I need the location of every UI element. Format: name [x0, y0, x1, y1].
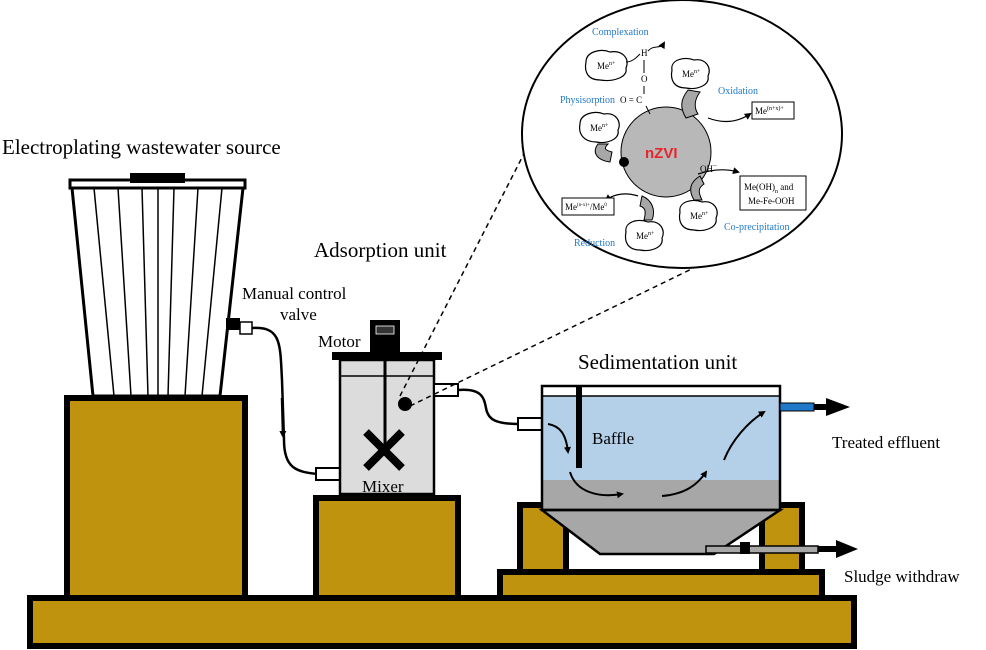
- me-blob-complexation: Men+: [584, 49, 641, 82]
- me-blob-physisorption: Men+: [579, 111, 620, 163]
- sludge-outlet-pipe: [705, 545, 819, 554]
- baffle: [576, 386, 582, 468]
- motor-label: Motor: [318, 332, 361, 351]
- treated-effluent-label: Treated effluent: [832, 433, 940, 452]
- o-atom: O: [641, 74, 648, 84]
- svg-text:Men+: Men+: [682, 69, 701, 79]
- feed-flow-arrow: [279, 397, 287, 438]
- svg-text:Men+: Men+: [636, 231, 655, 241]
- mechanism-callout: nZVI Complexation H O O = C Men+ Men+ Ox…: [521, 0, 843, 269]
- svg-text:Me(n-x)+/Me0: Me(n-x)+/Me0: [565, 202, 607, 212]
- sedimentation-label: Sedimentation unit: [578, 350, 737, 374]
- sludge-arrow: [836, 540, 858, 558]
- manual-control-valve: [226, 318, 253, 335]
- nzvi-label: nZVI: [645, 145, 678, 162]
- mixer-label: Mixer: [362, 477, 404, 496]
- reduced-box: Me(n-x)+/Me0: [561, 197, 615, 216]
- me-blob-reduction: Men+: [624, 195, 664, 252]
- flow-arrow-4: [723, 410, 766, 461]
- mixer-outlet-port: [433, 383, 459, 397]
- complexation-label: Complexation: [592, 27, 649, 38]
- mixer-blade: [363, 429, 405, 471]
- source-stand: [64, 395, 248, 601]
- svg-text:Men+: Men+: [590, 123, 609, 133]
- physisorption-label: Physisorption: [560, 95, 615, 106]
- sorbed-dot: [619, 157, 629, 167]
- coprecipitation-label: Co-precipitation: [724, 222, 790, 233]
- reduction-label: Reduction: [574, 238, 615, 249]
- nzvi-particle: [398, 397, 412, 411]
- effluent-outlet: [779, 402, 815, 412]
- svg-text:Me(n+x)+: Me(n+x)+: [755, 105, 784, 116]
- sludge-withdraw-label: Sludge withdraw: [844, 567, 960, 586]
- source-tank: [68, 173, 247, 398]
- motor: [370, 320, 400, 354]
- sedimentation-stand-base: [497, 569, 825, 601]
- valve-label-line1: Manual control: [242, 284, 347, 303]
- oh-label: OH−: [700, 162, 717, 174]
- mixer-inlet-port: [315, 467, 341, 481]
- sedimentation-inlet-port: [517, 417, 543, 431]
- sedimentation-sludge: [542, 480, 780, 510]
- adsorption-label: Adsorption unit: [314, 238, 447, 262]
- precipitate-box: Me(OH)n and Me-Fe-OOH: [739, 175, 807, 211]
- base-platform: [27, 595, 857, 649]
- coprecip-arrow: [697, 167, 740, 175]
- adsorption-tank: [338, 358, 436, 496]
- flow-arrow-3: [661, 470, 708, 497]
- svg-text:Me-Fe-OOH: Me-Fe-OOH: [748, 196, 795, 206]
- h-atom: H: [641, 48, 648, 58]
- oc-group: O = C: [620, 95, 642, 105]
- transfer-pipe: [457, 388, 521, 426]
- baffle-label: Baffle: [592, 429, 634, 448]
- valve-label-line2: valve: [280, 305, 317, 324]
- adsorption-stand: [313, 495, 461, 601]
- source-label: Electroplating wastewater source: [2, 135, 281, 159]
- svg-text:Men+: Men+: [690, 211, 709, 221]
- oxidation-label: Oxidation: [718, 86, 758, 97]
- svg-text:Me(OH)n and: Me(OH)n and: [744, 182, 794, 195]
- feed-pipe: [251, 326, 319, 476]
- nzvi-sphere: [620, 106, 712, 198]
- sedimentation-tank-wall: [540, 384, 782, 512]
- me-blob-coprecip: Men+: [678, 175, 718, 232]
- adsorption-lid: [332, 352, 442, 360]
- svg-text:Men+: Men+: [597, 61, 616, 71]
- flow-arrow-1: [547, 423, 571, 454]
- sedimentation-leg-left: [517, 502, 569, 575]
- flow-arrow-2: [569, 471, 624, 499]
- me-blob-oxidation: Men+: [670, 57, 710, 119]
- oxidized-box: Me(n+x)+: [751, 101, 795, 120]
- oxidation-arrow: [707, 112, 752, 123]
- sludge-valve: [740, 542, 750, 554]
- zoom-line-2: [409, 261, 707, 407]
